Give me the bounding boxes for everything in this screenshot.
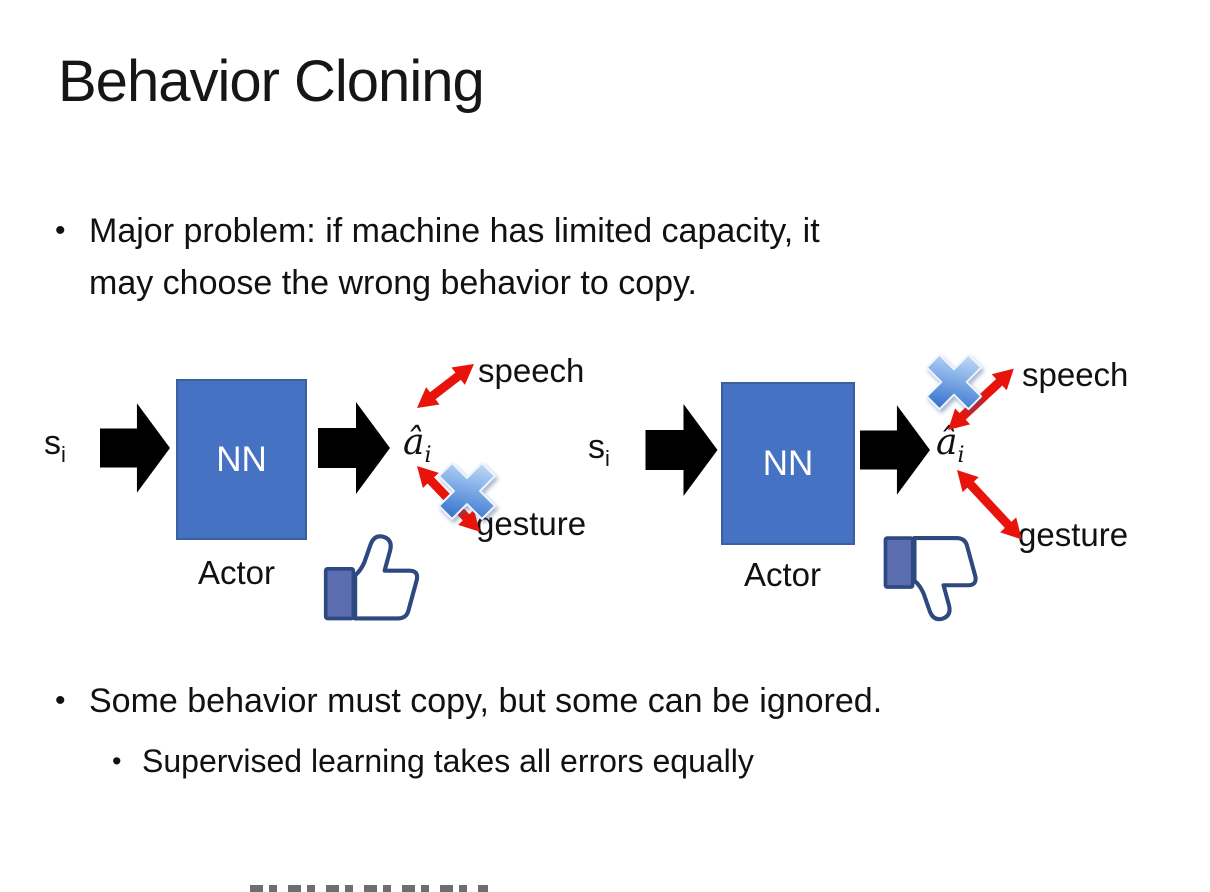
actor-label: Actor bbox=[744, 556, 822, 593]
actor-label: Actor bbox=[198, 554, 276, 591]
gesture-label: gesture bbox=[476, 505, 587, 542]
bullet-supervised-learning: • Supervised learning takes all errors e… bbox=[112, 735, 1162, 787]
bullet-some-behavior: • Some behavior must copy, but some can … bbox=[55, 675, 1165, 727]
gesture-label: gesture bbox=[1018, 516, 1129, 553]
nn-box: NN bbox=[176, 379, 307, 540]
bullet-dot: • bbox=[112, 746, 122, 776]
nn-label: NN bbox=[216, 439, 267, 479]
slide-title: Behavior Cloning bbox=[58, 49, 485, 114]
bullet-text: Supervised learning takes all errors equ… bbox=[142, 743, 754, 779]
output-arrow-icon bbox=[318, 402, 390, 494]
output-arrow-icon bbox=[860, 405, 930, 495]
bullet-dot: • bbox=[55, 684, 66, 717]
bullet-major-problem: • Major problem: if machine has limited … bbox=[55, 205, 1135, 309]
speech-label: speech bbox=[1022, 356, 1129, 393]
thumbs-down-icon bbox=[883, 536, 978, 622]
speech-label: speech bbox=[478, 352, 585, 389]
output-label: âi bbox=[936, 422, 965, 469]
input-arrow-icon bbox=[100, 403, 170, 493]
nn-label: NN bbox=[762, 443, 814, 483]
bullet-line-1: Major problem: if machine has limited ca… bbox=[89, 212, 820, 250]
cutoff-text-sliver bbox=[250, 885, 488, 892]
double-arrow-speech-icon bbox=[417, 363, 474, 408]
input-label: si bbox=[588, 428, 610, 471]
thumbs-up-icon bbox=[323, 534, 420, 621]
cross-icon bbox=[925, 353, 983, 411]
input-label: si bbox=[44, 424, 66, 467]
bullet-line-2: may choose the wrong behavior to copy. bbox=[89, 264, 697, 302]
output-label: âi bbox=[403, 422, 432, 469]
bullet-text: Major problem: if machine has limited ca… bbox=[89, 205, 820, 309]
bullet-text: Some behavior must copy, but some can be… bbox=[89, 682, 883, 720]
bullet-dot: • bbox=[55, 214, 66, 247]
double-arrow-speech-icon bbox=[948, 368, 1014, 430]
cross-icon bbox=[438, 462, 496, 520]
nn-box: NN bbox=[721, 382, 855, 545]
double-arrow-gesture-icon bbox=[957, 470, 1022, 540]
input-arrow-icon bbox=[645, 404, 718, 496]
